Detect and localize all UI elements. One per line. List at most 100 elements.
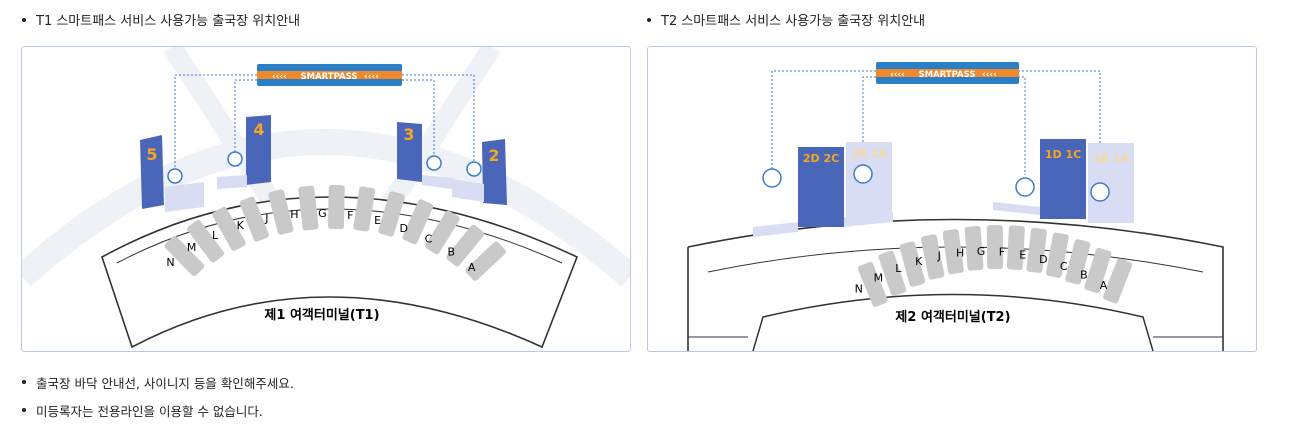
counter-label: A: [1100, 279, 1108, 292]
counter-label: C: [1060, 260, 1068, 273]
counter-block: [899, 241, 926, 287]
counter-block: [446, 224, 485, 267]
svg-text:‹‹‹‹: ‹‹‹‹: [890, 70, 905, 80]
counter-label: A: [468, 261, 476, 274]
t2-gate-2d2c: 2D 2C: [798, 147, 844, 227]
counter-label: E: [1019, 248, 1026, 261]
counter-block: [964, 226, 984, 271]
counter-label: F: [347, 209, 353, 222]
note-text: 출국장 바닥 안내선, 사이니지 등을 확인해주세요.: [36, 375, 294, 391]
counter-block: [425, 210, 460, 255]
counter-block: [402, 199, 434, 245]
t1-gate-2: 2: [452, 139, 507, 205]
t2-terminal-label: 제2 여객터미널(T2): [895, 309, 1010, 325]
t1-terminal-label: 제1 여객터미널(T1): [264, 307, 379, 323]
svg-text:‹‹‹‹: ‹‹‹‹: [364, 72, 379, 82]
svg-text:‹‹‹‹: ‹‹‹‹: [272, 72, 287, 82]
counter-block: [1046, 232, 1069, 278]
footprint-icon: [426, 155, 442, 171]
t1-map: 제1 여객터미널(T1) NM L K J H G F E D C BA ‹‹‹‹ ‹‹‹‹ SMA…: [22, 47, 630, 349]
t2-gate-2b2a: 2B 2A: [846, 142, 892, 222]
footprint-icon: [167, 168, 183, 184]
counter-label: M: [874, 271, 884, 284]
counter-label: D: [400, 222, 408, 235]
footprint-icon: [762, 168, 782, 188]
counter-label: K: [915, 255, 923, 268]
bullet-icon: [22, 17, 26, 22]
note-item: 출국장 바닥 안내선, 사이니지 등을 확인해주세요.: [22, 368, 294, 396]
svg-text:5: 5: [146, 145, 157, 164]
bullet-icon: [647, 17, 651, 22]
svg-text:2: 2: [488, 146, 499, 165]
footprint-icon: [227, 151, 243, 167]
counter-block: [298, 185, 319, 231]
bullet-icon: [22, 408, 26, 412]
counter-label: K: [237, 219, 245, 232]
counter-block: [327, 184, 345, 230]
svg-text:2D 2C: 2D 2C: [803, 152, 839, 165]
t1-heading-text: T1 스마트패스 서비스 사용가능 출국장 위치안내: [36, 14, 301, 29]
counter-block: [1026, 227, 1047, 273]
t2-smartpass-banner: ‹‹‹‹ ‹‹‹‹ SMARTPASS: [876, 62, 1019, 84]
counter-label: H: [290, 208, 298, 221]
counter-label: B: [447, 246, 455, 259]
counter-label: G: [318, 207, 327, 220]
counter-label: M: [187, 241, 197, 254]
t2-gate-1d1c: 1D 1C: [1040, 139, 1086, 219]
counter-block: [212, 206, 246, 251]
t1-counter-group: NM L K J H G F E D C BA: [164, 184, 506, 281]
svg-text:1D 1C: 1D 1C: [1045, 148, 1081, 161]
footprint-icon: [1090, 182, 1110, 202]
bullet-icon: [22, 380, 26, 384]
svg-text:3: 3: [403, 125, 414, 144]
t1-gate-3: 3: [397, 122, 454, 189]
counter-label: C: [425, 232, 433, 245]
counter-block: [921, 234, 945, 280]
footprint-icon: [1015, 177, 1035, 197]
t2-gate-1b1a: 1B 1A: [1088, 143, 1134, 223]
counter-label: H: [956, 246, 964, 259]
counter-label: L: [895, 262, 902, 275]
counter-block: [268, 189, 294, 235]
counter-block: [986, 224, 1004, 270]
counter-block: [1103, 258, 1133, 304]
counter-label: E: [374, 214, 381, 227]
footprint-icon: [466, 161, 482, 177]
t1-heading: T1 스마트패스 서비스 사용가능 출국장 위치안내: [22, 10, 300, 29]
counter-block: [1084, 247, 1112, 294]
counter-block: [1006, 225, 1025, 270]
t2-banner-text: SMARTPASS: [918, 70, 975, 80]
counter-block: [1065, 239, 1091, 285]
notes-list: 출국장 바닥 안내선, 사이니지 등을 확인해주세요. 미등록자는 전용라인을 …: [22, 368, 294, 424]
counter-label: J: [937, 250, 941, 263]
counter-label: J: [264, 212, 268, 225]
t2-heading-text: T2 스마트패스 서비스 사용가능 출국장 위치안내: [661, 14, 926, 29]
counter-label: N: [855, 282, 863, 295]
counter-label: L: [212, 229, 219, 242]
footprint-icon: [853, 164, 873, 184]
svg-text:2B 2A: 2B 2A: [851, 147, 888, 160]
counter-block: [465, 241, 506, 281]
counter-block: [378, 191, 405, 237]
counter-block: [353, 186, 376, 232]
svg-text:1B 1A: 1B 1A: [1093, 152, 1130, 165]
counter-block: [942, 229, 964, 275]
t1-smartpass-banner: ‹‹‹‹ ‹‹‹‹ SMARTPASS: [257, 64, 402, 86]
counter-label: D: [1039, 253, 1047, 266]
t1-banner-text: SMARTPASS: [300, 72, 357, 82]
counter-label: B: [1080, 268, 1088, 281]
svg-text:4: 4: [253, 120, 264, 139]
t2-heading: T2 스마트패스 서비스 사용가능 출국장 위치안내: [647, 10, 925, 29]
counter-label: N: [166, 256, 174, 269]
svg-text:‹‹‹‹: ‹‹‹‹: [982, 70, 997, 80]
counter-block: [857, 261, 888, 307]
counter-block: [878, 250, 907, 296]
counter-block: [187, 220, 225, 263]
counter-block: [164, 236, 205, 277]
counter-block: [239, 196, 269, 242]
note-item: 미등록자는 전용라인을 이용할 수 없습니다.: [22, 396, 294, 424]
